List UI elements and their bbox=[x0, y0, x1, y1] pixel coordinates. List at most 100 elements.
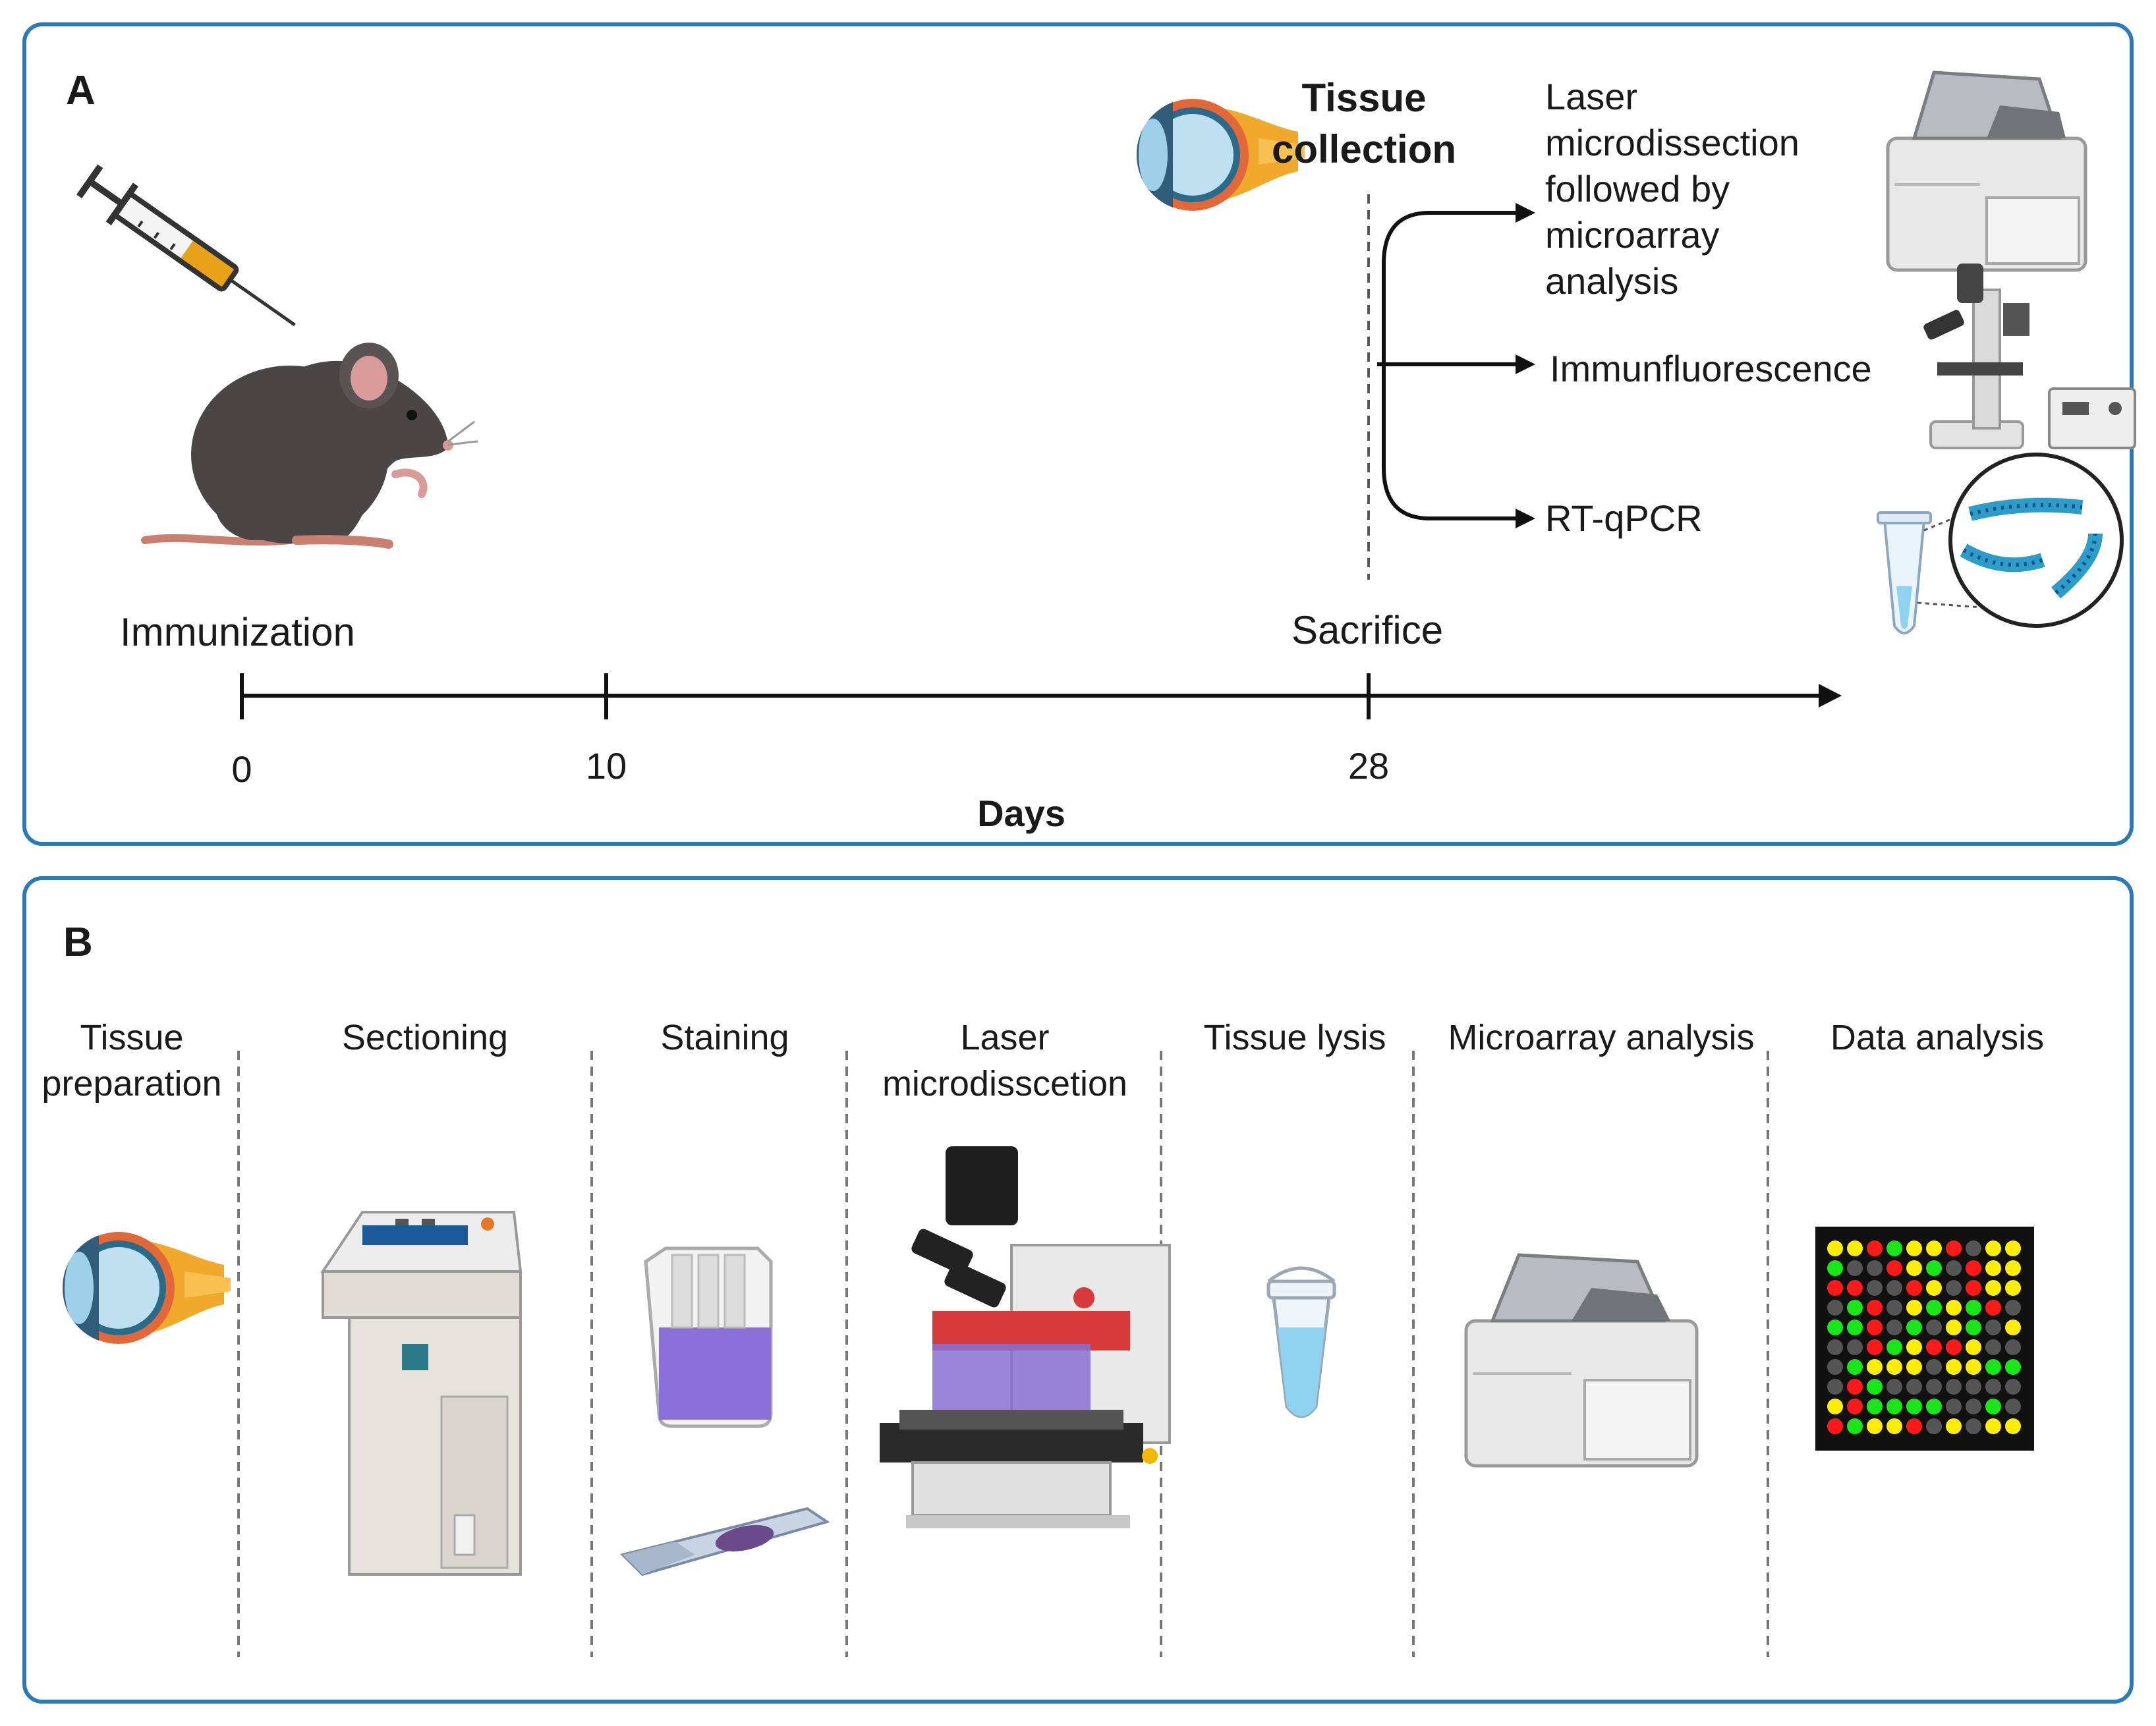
step-staining: Staining bbox=[660, 1018, 789, 1057]
heatmap-dot bbox=[1847, 1339, 1863, 1355]
heatmap-dot bbox=[1906, 1300, 1922, 1316]
heatmap-dot bbox=[1946, 1240, 1962, 1256]
heatmap-dot bbox=[1946, 1300, 1962, 1316]
outcome-rt-qpcr: RT-qPCR bbox=[1545, 497, 1703, 539]
heatmap-dot bbox=[1906, 1399, 1922, 1414]
pcr-tube-dna-icon bbox=[1877, 453, 2124, 634]
heatmap-dot bbox=[1966, 1418, 1981, 1434]
panel-a-label: A bbox=[66, 68, 96, 113]
heatmap-dot bbox=[1906, 1320, 1922, 1335]
heatmap-dot bbox=[1946, 1399, 1962, 1414]
heatmap-dot bbox=[2005, 1240, 2021, 1256]
heatmap-dot bbox=[1906, 1339, 1922, 1355]
heatmap-dot bbox=[2005, 1359, 2021, 1375]
heatmap-dot bbox=[1847, 1240, 1863, 1256]
heatmap-dot bbox=[1867, 1399, 1883, 1414]
heatmap-dot bbox=[1966, 1320, 1981, 1335]
heatmap-dot bbox=[1886, 1339, 1902, 1355]
heatmap-dot bbox=[1926, 1260, 1942, 1276]
heatmap-dot bbox=[1886, 1320, 1902, 1335]
heatmap-dot bbox=[1985, 1240, 2001, 1256]
arrow-head-2 bbox=[1516, 354, 1535, 374]
heatmap-dot bbox=[1847, 1320, 1863, 1335]
heatmap-dot bbox=[2005, 1339, 2021, 1355]
heatmap-dot bbox=[1926, 1399, 1942, 1414]
mouse-icon bbox=[141, 343, 478, 549]
heatmap-dot bbox=[1966, 1260, 1981, 1276]
heatmap-dot bbox=[1985, 1260, 2001, 1276]
microarray-scanner-icon bbox=[1886, 70, 2087, 272]
tick-label-10: 10 bbox=[585, 745, 627, 787]
laser-microscope-icon bbox=[880, 1146, 1171, 1528]
microarray-scanner-icon bbox=[1464, 1253, 1699, 1468]
heatmap-dot bbox=[1867, 1320, 1883, 1335]
heatmap-dot bbox=[2005, 1300, 2021, 1316]
heatmap-dot bbox=[1985, 1320, 2001, 1335]
axis-label-days: Days bbox=[977, 793, 1065, 834]
heatmap-dot bbox=[1847, 1300, 1863, 1316]
heatmap-dot bbox=[1946, 1379, 1962, 1395]
heatmap-dot bbox=[1985, 1379, 2001, 1395]
heatmap-dot bbox=[1886, 1300, 1902, 1316]
sacrifice-label: Sacrifice bbox=[1291, 608, 1444, 652]
timeline-axis bbox=[240, 673, 1842, 719]
heatmap-dot bbox=[1847, 1418, 1863, 1434]
heatmap-dot bbox=[1867, 1260, 1883, 1276]
heatmap-dot bbox=[1886, 1399, 1902, 1414]
eye-icon bbox=[1136, 99, 1305, 211]
heatmap-dot bbox=[2005, 1260, 2021, 1276]
heatmap-dot bbox=[1946, 1359, 1962, 1375]
arrow-head-1 bbox=[1516, 203, 1535, 223]
heatmap-dot bbox=[1926, 1240, 1942, 1256]
heatmap-dot bbox=[1867, 1339, 1883, 1355]
outcome-laser-microdissection: Laser microdissection followed by microa… bbox=[1545, 76, 1800, 302]
heatmap-dot bbox=[1827, 1379, 1843, 1395]
heatmap-dot bbox=[1827, 1260, 1843, 1276]
heatmap-dot bbox=[1985, 1418, 2001, 1434]
heatmap-dot bbox=[1827, 1418, 1843, 1434]
heatmap-dot bbox=[1985, 1359, 2001, 1375]
heatmap-dot bbox=[1946, 1339, 1962, 1355]
eye-icon bbox=[62, 1232, 231, 1344]
heatmap-dot bbox=[1886, 1280, 1902, 1296]
heatmap-dot bbox=[1985, 1399, 2001, 1414]
heatmap-dot bbox=[1886, 1359, 1902, 1375]
cryostat-icon bbox=[320, 1211, 523, 1576]
microscope-icon bbox=[1923, 264, 2136, 449]
heatmap-dot bbox=[1847, 1280, 1863, 1296]
heatmap-dot bbox=[1867, 1359, 1883, 1375]
heatmap-dot bbox=[1966, 1379, 1981, 1395]
heatmap-dot bbox=[1847, 1359, 1863, 1375]
step-sectioning: Sectioning bbox=[341, 1018, 509, 1057]
heatmap-dot bbox=[1827, 1240, 1843, 1256]
heatmap-dot bbox=[1966, 1240, 1981, 1256]
heatmap-dot bbox=[1946, 1280, 1962, 1296]
heatmap-dot bbox=[1906, 1260, 1922, 1276]
heatmap-dot bbox=[1906, 1280, 1922, 1296]
heatmap-dot bbox=[1966, 1300, 1981, 1316]
outcome-immunofluorescence: Immunfluorescence bbox=[1550, 348, 1872, 389]
immunization-label: Immunization bbox=[120, 610, 355, 654]
heatmap-dot bbox=[1906, 1240, 1922, 1256]
heatmap-dot bbox=[1847, 1399, 1863, 1414]
heatmap-dot bbox=[2005, 1280, 2021, 1296]
panel-b-label: B bbox=[63, 920, 93, 965]
heatmap-dot bbox=[1966, 1399, 1981, 1414]
heatmap-dot bbox=[1906, 1418, 1922, 1434]
tissue-collection-label: Tissue collection bbox=[1271, 76, 1457, 171]
heatmap-dot bbox=[1985, 1280, 2001, 1296]
heatmap-dot bbox=[1867, 1280, 1883, 1296]
heatmap-dot bbox=[1867, 1240, 1883, 1256]
heatmap-dot bbox=[1966, 1359, 1981, 1375]
heatmap-dot bbox=[1827, 1339, 1843, 1355]
step-data-analysis: Data analysis bbox=[1830, 1018, 2045, 1057]
slide-icon bbox=[620, 1507, 830, 1576]
tick-label-0: 0 bbox=[231, 748, 252, 790]
heatmap-dot bbox=[1926, 1379, 1942, 1395]
heatmap-dot bbox=[2005, 1418, 2021, 1434]
heatmap-dot bbox=[1827, 1359, 1843, 1375]
heatmap-dot bbox=[1886, 1260, 1902, 1276]
heatmap-dot bbox=[1827, 1320, 1843, 1335]
